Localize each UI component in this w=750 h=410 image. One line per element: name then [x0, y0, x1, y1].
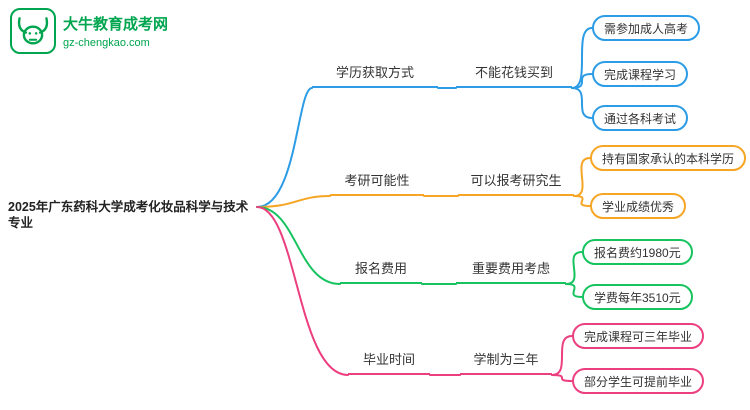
branch-label-postgraduate: 考研可能性: [330, 170, 424, 196]
site-url: gz-chengkao.com: [63, 37, 150, 49]
leaf-recognized-degree: 持有国家承认的本科学历: [590, 145, 747, 171]
leaf-three-year-graduation: 完成课程可三年毕业: [572, 323, 705, 349]
root-topic: 2025年广东药科大学成考化妆品科学与技术专业: [8, 200, 249, 230]
leaf-excellent-grades: 学业成绩优秀: [590, 193, 687, 219]
branch-label-education-method: 学历获取方式: [312, 62, 438, 88]
branch-label-graduation: 毕业时间: [348, 349, 430, 375]
branch-sub-education-method: 不能花钱买到: [456, 62, 572, 88]
bull-icon: [10, 8, 56, 54]
branch-sub-fees: 重要费用考虑: [456, 258, 566, 284]
site-logo: 大牛教育成考网 gz-chengkao.com: [10, 8, 168, 54]
leaf-pass-exams: 通过各科考试: [592, 105, 689, 131]
leaf-registration-fee: 报名费约1980元: [582, 239, 693, 265]
leaf-tuition-fee: 学费每年3510元: [582, 284, 693, 310]
branch-sub-graduation: 学制为三年: [460, 349, 552, 375]
leaf-complete-courses: 完成课程学习: [592, 61, 689, 87]
branch-label-fees: 报名费用: [340, 258, 422, 284]
leaf-adult-exam: 需参加成人高考: [592, 15, 701, 41]
leaf-early-graduation: 部分学生可提前毕业: [572, 368, 705, 394]
branch-sub-postgraduate: 可以报考研究生: [458, 170, 574, 196]
site-name: 大牛教育成考网: [63, 16, 169, 33]
